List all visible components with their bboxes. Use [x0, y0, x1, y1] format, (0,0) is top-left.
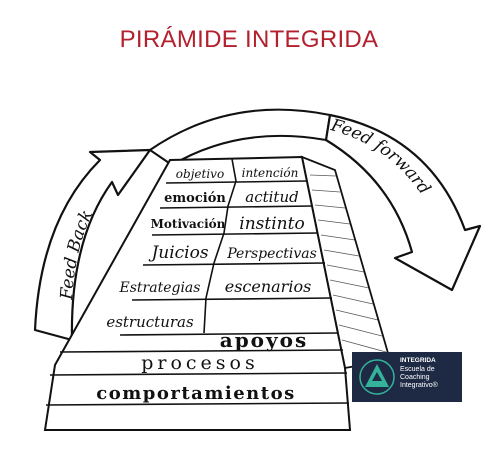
pyramid-label-apoyos: apoyos	[220, 328, 309, 352]
pyramid-label-perspectivas: Perspectivas	[226, 246, 317, 262]
pyramid-label-motivacion: Motivación	[151, 217, 226, 231]
logo-line1: Escuela de	[400, 366, 435, 373]
pyramid-label-intencion: intención	[242, 166, 299, 180]
triangle-logo-icon	[359, 359, 395, 395]
pyramid-label-estrategias: Estrategias	[119, 280, 201, 296]
pyramid-label-instinto: instinto	[239, 214, 304, 234]
pyramid-front	[43, 155, 352, 431]
logo-name: INTEGRIDA	[400, 357, 436, 364]
page-title: PIRÁMIDE INTEGRIDA	[119, 26, 379, 53]
integrida-logo: INTEGRIDA Escuela de Coaching Integrativ…	[352, 352, 462, 402]
feedforward-arrow	[324, 113, 482, 292]
pyramid-label-objetivo: objetivo	[176, 167, 224, 181]
pyramid-row-lines	[45, 158, 350, 406]
pyramid-label-escenarios: escenarios	[225, 277, 312, 296]
logo-line2: Coaching	[400, 374, 430, 381]
pyramid-label-juicios: Juicios	[148, 243, 208, 263]
pyramid-label-estructuras: estructuras	[106, 313, 194, 331]
pyramid-label-comportamientos: comportamientos	[96, 383, 295, 404]
pyramid-label-emocion: emoción	[164, 191, 226, 206]
logo-tagline: Escuela de Coaching Integrativo®	[400, 366, 460, 390]
logo-line3: Integrativo®	[400, 382, 438, 389]
pyramid-label-actitud: actitud	[245, 188, 298, 206]
pyramid-label-procesos: procesos	[141, 352, 259, 374]
